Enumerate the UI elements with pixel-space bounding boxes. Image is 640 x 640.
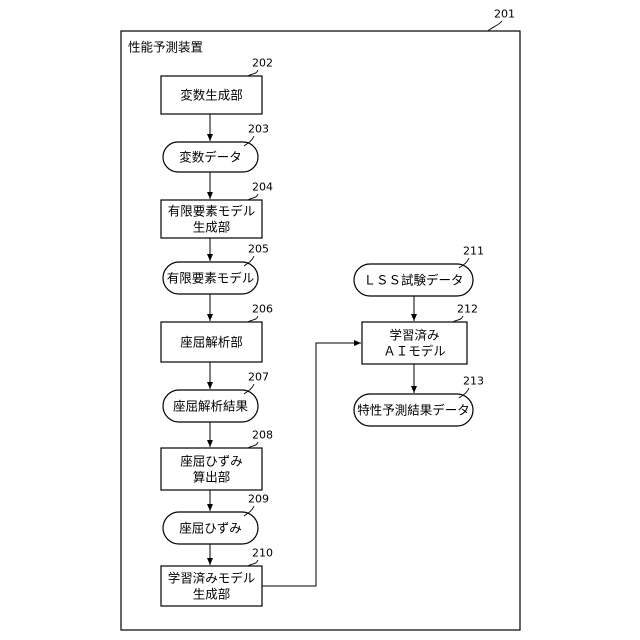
node-208: 座屈ひずみ算出部 208	[161, 429, 273, 491]
node-label-210-2: 生成部	[193, 587, 231, 602]
node-202: 変数生成部 202	[161, 57, 273, 115]
ref-212: 212	[457, 303, 478, 316]
ref-210: 210	[252, 547, 273, 560]
node-label-204-2: 生成部	[193, 220, 231, 235]
node-label-202-1: 変数生成部	[180, 88, 243, 103]
node-label-206-1: 座屈解析部	[180, 335, 243, 350]
node-label-208-1: 座屈ひずみ	[180, 454, 243, 469]
ref-leader-210	[248, 560, 258, 566]
node-209: 座屈ひずみ 209	[163, 493, 269, 545]
ref-213: 213	[463, 375, 484, 388]
ref-208: 208	[252, 429, 273, 442]
node-213: 特性予測結果データ 213	[354, 375, 484, 427]
node-label-205-1: 有限要素モデル	[167, 271, 255, 286]
node-label-212-1: 学習済み	[389, 328, 439, 343]
node-label-208-2: 算出部	[193, 470, 231, 485]
ref-206: 206	[252, 303, 273, 316]
ref-leader-212	[453, 316, 463, 322]
ref-leader-204	[248, 194, 258, 200]
node-label-213-1: 特性予測結果データ	[357, 403, 470, 418]
ref-leader-202	[248, 70, 258, 76]
node-206: 座屈解析部 206	[161, 303, 273, 363]
ref-204: 204	[252, 181, 273, 194]
node-204: 有限要素モデル生成部 204	[161, 181, 273, 239]
device-ref-leader	[488, 21, 502, 31]
node-label-211-1: ＬＳＳ試験データ	[363, 273, 463, 288]
arrow-210-212	[262, 343, 361, 586]
ref-205: 205	[248, 243, 269, 256]
node-label-210-1: 学習済みモデル	[168, 571, 256, 586]
node-label-209-1: 座屈ひずみ	[179, 521, 242, 536]
node-212: 学習済みＡＩモデル 212	[362, 303, 478, 365]
node-label-207-1: 座屈解析結果	[173, 399, 249, 414]
ref-leader-206	[248, 316, 258, 322]
device-ref: 201	[494, 8, 515, 21]
node-label-203-1: 変数データ	[179, 150, 242, 165]
node-203: 変数データ 203	[163, 123, 269, 173]
node-210: 学習済みモデル生成部 210	[161, 547, 273, 607]
node-label-212-2: ＡＩモデル	[383, 344, 446, 359]
device-title: 性能予測装置	[128, 40, 203, 55]
ref-leader-208	[248, 442, 258, 448]
ref-209: 209	[248, 493, 269, 506]
ref-207: 207	[248, 371, 269, 384]
ref-202: 202	[252, 57, 273, 70]
node-label-204-1: 有限要素モデル	[168, 204, 256, 219]
ref-211: 211	[463, 245, 484, 258]
ref-203: 203	[248, 123, 269, 136]
node-205: 有限要素モデル 205	[163, 243, 269, 295]
node-211: ＬＳＳ試験データ 211	[354, 245, 484, 297]
node-207: 座屈解析結果 207	[163, 371, 269, 423]
